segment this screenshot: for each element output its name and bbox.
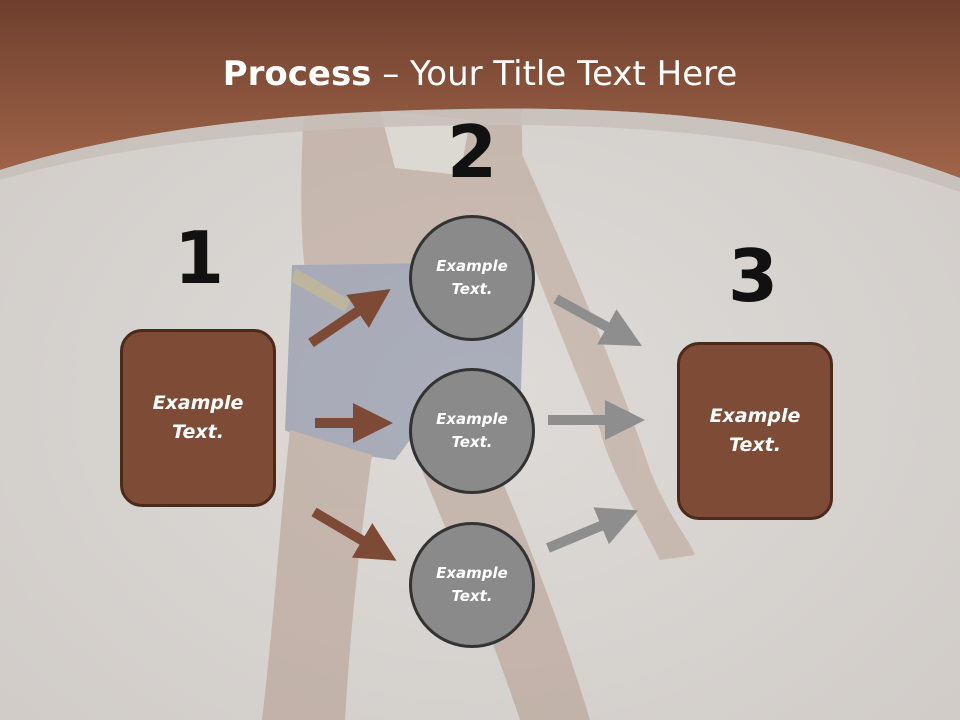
- arrow-circle-3-to-3: [546, 507, 639, 553]
- step-number-2: 2: [446, 110, 498, 194]
- step-3-box: Example Text.: [677, 342, 833, 520]
- circle-1-text: Example Text.: [436, 257, 508, 298]
- slide-title: Process – Your Title Text Here: [0, 52, 960, 96]
- title-rest: – Your Title Text Here: [371, 54, 738, 94]
- step-number-3: 3: [727, 234, 779, 318]
- circle-1: Example Text.: [409, 215, 535, 341]
- step-1-box-text: Example Text.: [152, 392, 244, 443]
- arrow-1-to-circle-1: [308, 288, 391, 348]
- circle-3-text: Example Text.: [436, 564, 508, 605]
- step-number-1: 1: [173, 216, 225, 300]
- arrow-circle-1-to-3: [553, 294, 642, 346]
- step-3-box-text: Example Text.: [709, 405, 801, 456]
- circle-2-text: Example Text.: [436, 410, 508, 451]
- title-bold: Process: [222, 54, 372, 94]
- arrow-1-to-circle-3: [311, 507, 397, 561]
- circle-3: Example Text.: [409, 522, 535, 648]
- step-1-box: Example Text.: [120, 329, 276, 507]
- header-band: [0, 0, 960, 192]
- circle-2: Example Text.: [409, 368, 535, 494]
